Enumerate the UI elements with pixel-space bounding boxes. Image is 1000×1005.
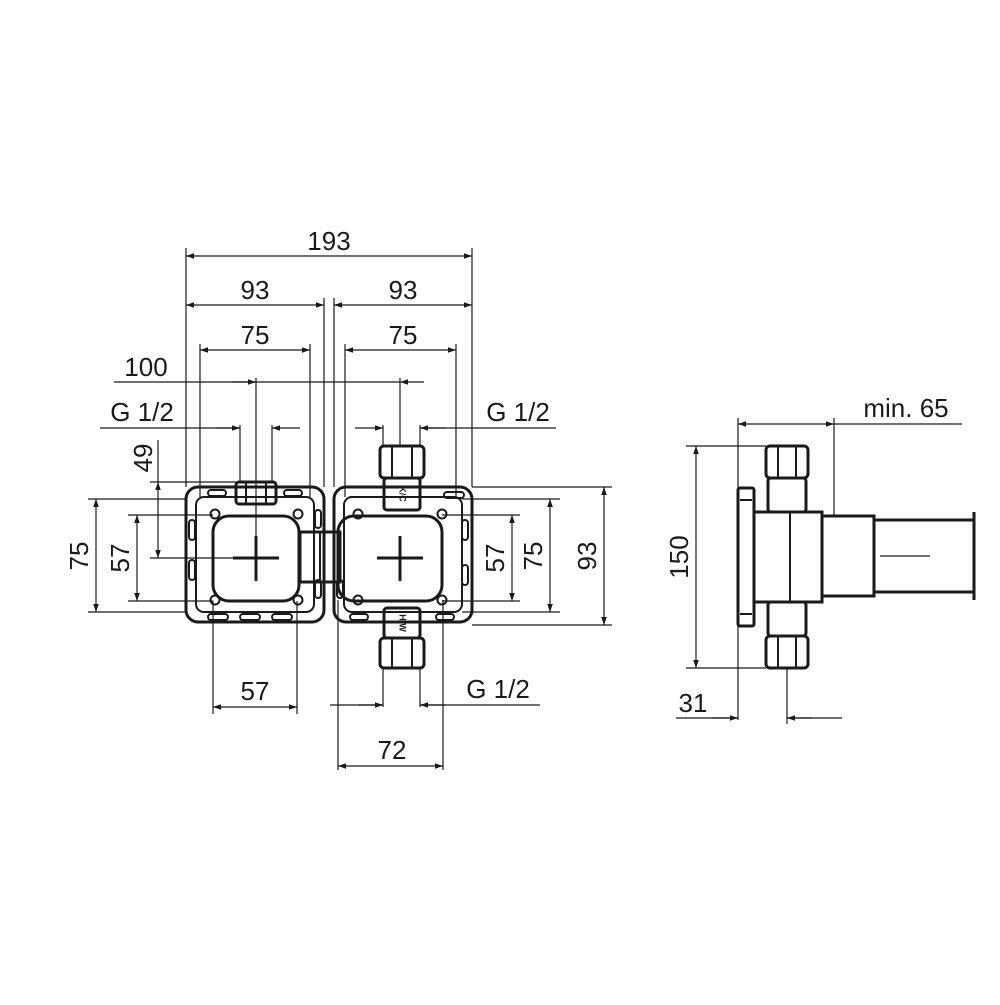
- extension-lines: [88, 248, 612, 770]
- cold-label: K/C: [398, 486, 408, 502]
- dim-inner-width-right: 75: [389, 320, 418, 350]
- dim-offset-49: 49: [128, 444, 158, 473]
- side-view: min. 65 150 31: [664, 393, 976, 724]
- dim-thread-bottom: G 1/2: [466, 674, 530, 704]
- connecting-pipe: [298, 530, 342, 584]
- dim-height-150: 150: [664, 535, 694, 578]
- dim-height-57-right: 57: [480, 544, 510, 573]
- dim-bottom-width-72: 72: [378, 735, 407, 765]
- horizontal-dimensions: 193 93 93 75 75 100 G 1/2 G 1/2 57: [100, 226, 556, 769]
- dim-thread-top-left: G 1/2: [110, 397, 174, 427]
- dim-height-57-left: 57: [105, 544, 135, 573]
- dim-half-width-right: 93: [389, 275, 418, 305]
- cold-connector: K/C: [378, 444, 426, 512]
- dim-depth-31: 31: [679, 688, 708, 718]
- right-mounting-frame: K/C H/W: [332, 444, 474, 670]
- front-view: K/C H/W: [64, 226, 612, 770]
- dim-height-75-right: 75: [518, 542, 548, 571]
- dim-height-75-left: 75: [64, 542, 94, 571]
- vertical-dimensions: 75 57 49 57 75 93: [64, 440, 607, 625]
- dim-inner-width-left: 75: [241, 320, 270, 350]
- dim-center-distance: 100: [124, 352, 167, 382]
- dim-half-width-left: 93: [241, 275, 270, 305]
- hot-connector: H/W: [378, 606, 426, 670]
- dim-min-depth: min. 65: [863, 393, 948, 423]
- left-mounting-frame: [184, 480, 326, 624]
- dim-thread-top-right: G 1/2: [486, 397, 550, 427]
- hot-label: H/W: [398, 614, 408, 632]
- dim-bottom-width-57: 57: [241, 676, 270, 706]
- dim-height-93-right: 93: [572, 542, 602, 571]
- dim-overall-width: 193: [307, 226, 350, 256]
